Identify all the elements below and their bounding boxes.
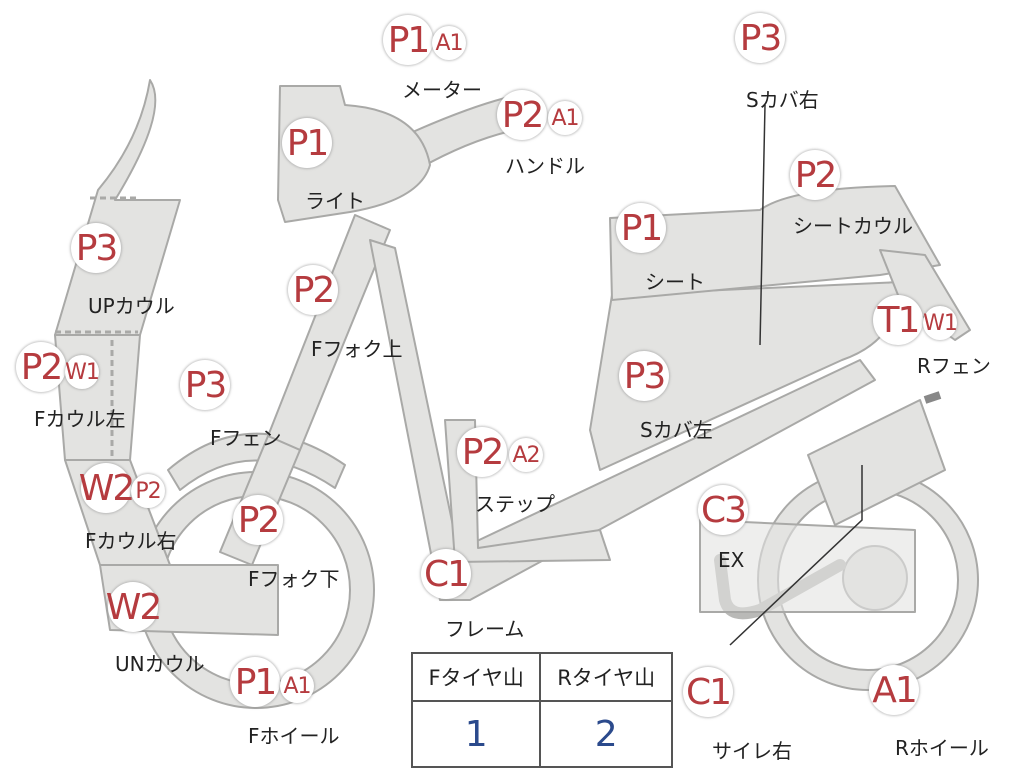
f-fender-grade-marker: P3 bbox=[180, 360, 230, 410]
engine-case-shape bbox=[699, 519, 916, 613]
f-fork-upper-grade-marker: P2 bbox=[288, 265, 338, 315]
seat-cover-right-grade-marker: P3 bbox=[735, 13, 785, 63]
handle-label: ハンドル bbox=[505, 154, 585, 178]
tire-tread-table: Fタイヤ山 Rタイヤ山 1 2 bbox=[410, 652, 673, 768]
seam-2 bbox=[55, 330, 138, 460]
muffler-tip bbox=[923, 391, 942, 404]
un-cowl-grade-marker: W2 bbox=[106, 582, 162, 632]
step-label: ステップ bbox=[475, 492, 555, 516]
seat-cover-left-grade-marker: P3 bbox=[619, 351, 669, 401]
up-cowl-label: UPカウル bbox=[88, 294, 175, 318]
f-wheel-sub-marker: A1 bbox=[280, 669, 314, 703]
f-wheel-grade-marker: P1 bbox=[230, 657, 280, 707]
f-cowl-left-grade-marker: P2 bbox=[16, 342, 66, 392]
light-grade-marker: P1 bbox=[282, 118, 332, 168]
f-fender-label: Fフェン bbox=[210, 426, 282, 450]
rear-tire-value: 2 bbox=[539, 700, 673, 768]
tire-table-header-row: Fタイヤ山 Rタイヤ山 bbox=[410, 652, 673, 702]
leader-seat-cover bbox=[759, 104, 766, 346]
frame-grade-marker: C1 bbox=[421, 549, 471, 599]
f-cowl-right-label: Fカウル右 bbox=[85, 529, 177, 553]
seat-cover-left-label: Sカバ左 bbox=[640, 418, 713, 442]
r-fender-label: Rフェン bbox=[917, 354, 991, 378]
f-fork-upper-label: Fフォク上 bbox=[311, 337, 403, 361]
step-grade-marker: P2 bbox=[457, 427, 507, 477]
muffler-shape bbox=[807, 399, 946, 526]
step-sub-marker: A2 bbox=[509, 438, 543, 472]
seat-cowl-label: シートカウル bbox=[793, 214, 913, 238]
front-tire-header: Fタイヤ山 bbox=[410, 652, 542, 702]
f-cowl-right-grade-marker: W2 bbox=[79, 463, 135, 513]
up-cowl-grade-marker: P3 bbox=[71, 223, 121, 273]
f-cowl-left-shape bbox=[54, 334, 141, 461]
r-fender-sub-marker: W1 bbox=[923, 306, 958, 340]
seat-label: シート bbox=[645, 270, 705, 294]
rear-tire-header: Rタイヤ山 bbox=[539, 652, 673, 702]
ex-label: EX bbox=[718, 548, 745, 572]
meter-sub-marker: A1 bbox=[432, 26, 466, 60]
f-fork-lower-grade-marker: P2 bbox=[233, 495, 283, 545]
muffler-right-grade-marker: C1 bbox=[683, 667, 733, 717]
meter-label: メーター bbox=[402, 78, 482, 102]
f-cowl-right-sub-marker: P2 bbox=[131, 474, 165, 508]
r-wheel-label: Rホイール bbox=[895, 736, 989, 760]
frame-shape bbox=[369, 239, 876, 601]
seat-cover-right-label: Sカバ右 bbox=[746, 88, 819, 112]
f-wheel-label: Fホイール bbox=[248, 724, 340, 748]
meter-grade-marker: P1 bbox=[383, 15, 433, 65]
front-tire-value: 1 bbox=[410, 700, 542, 768]
r-wheel-grade-marker: A1 bbox=[869, 665, 919, 715]
un-cowl-label: UNカウル bbox=[115, 652, 205, 676]
f-fork-lower-label: Fフォク下 bbox=[248, 567, 340, 591]
r-fender-grade-marker: T1 bbox=[873, 295, 923, 345]
leader-muffler bbox=[729, 465, 863, 646]
frame-label: フレーム bbox=[445, 617, 525, 641]
f-cowl-left-sub-marker: W1 bbox=[65, 355, 100, 389]
muffler-right-label: サイレ右 bbox=[712, 739, 792, 763]
seat-grade-marker: P1 bbox=[616, 203, 666, 253]
ex-grade-marker: C3 bbox=[698, 485, 748, 535]
tire-table-value-row: 1 2 bbox=[410, 700, 673, 768]
f-cowl-left-label: Fカウル左 bbox=[34, 407, 126, 431]
handle-grade-marker: P2 bbox=[497, 90, 547, 140]
handle-sub-marker: A1 bbox=[548, 101, 582, 135]
light-label: ライト bbox=[305, 189, 365, 213]
seat-cowl-grade-marker: P2 bbox=[790, 150, 840, 200]
